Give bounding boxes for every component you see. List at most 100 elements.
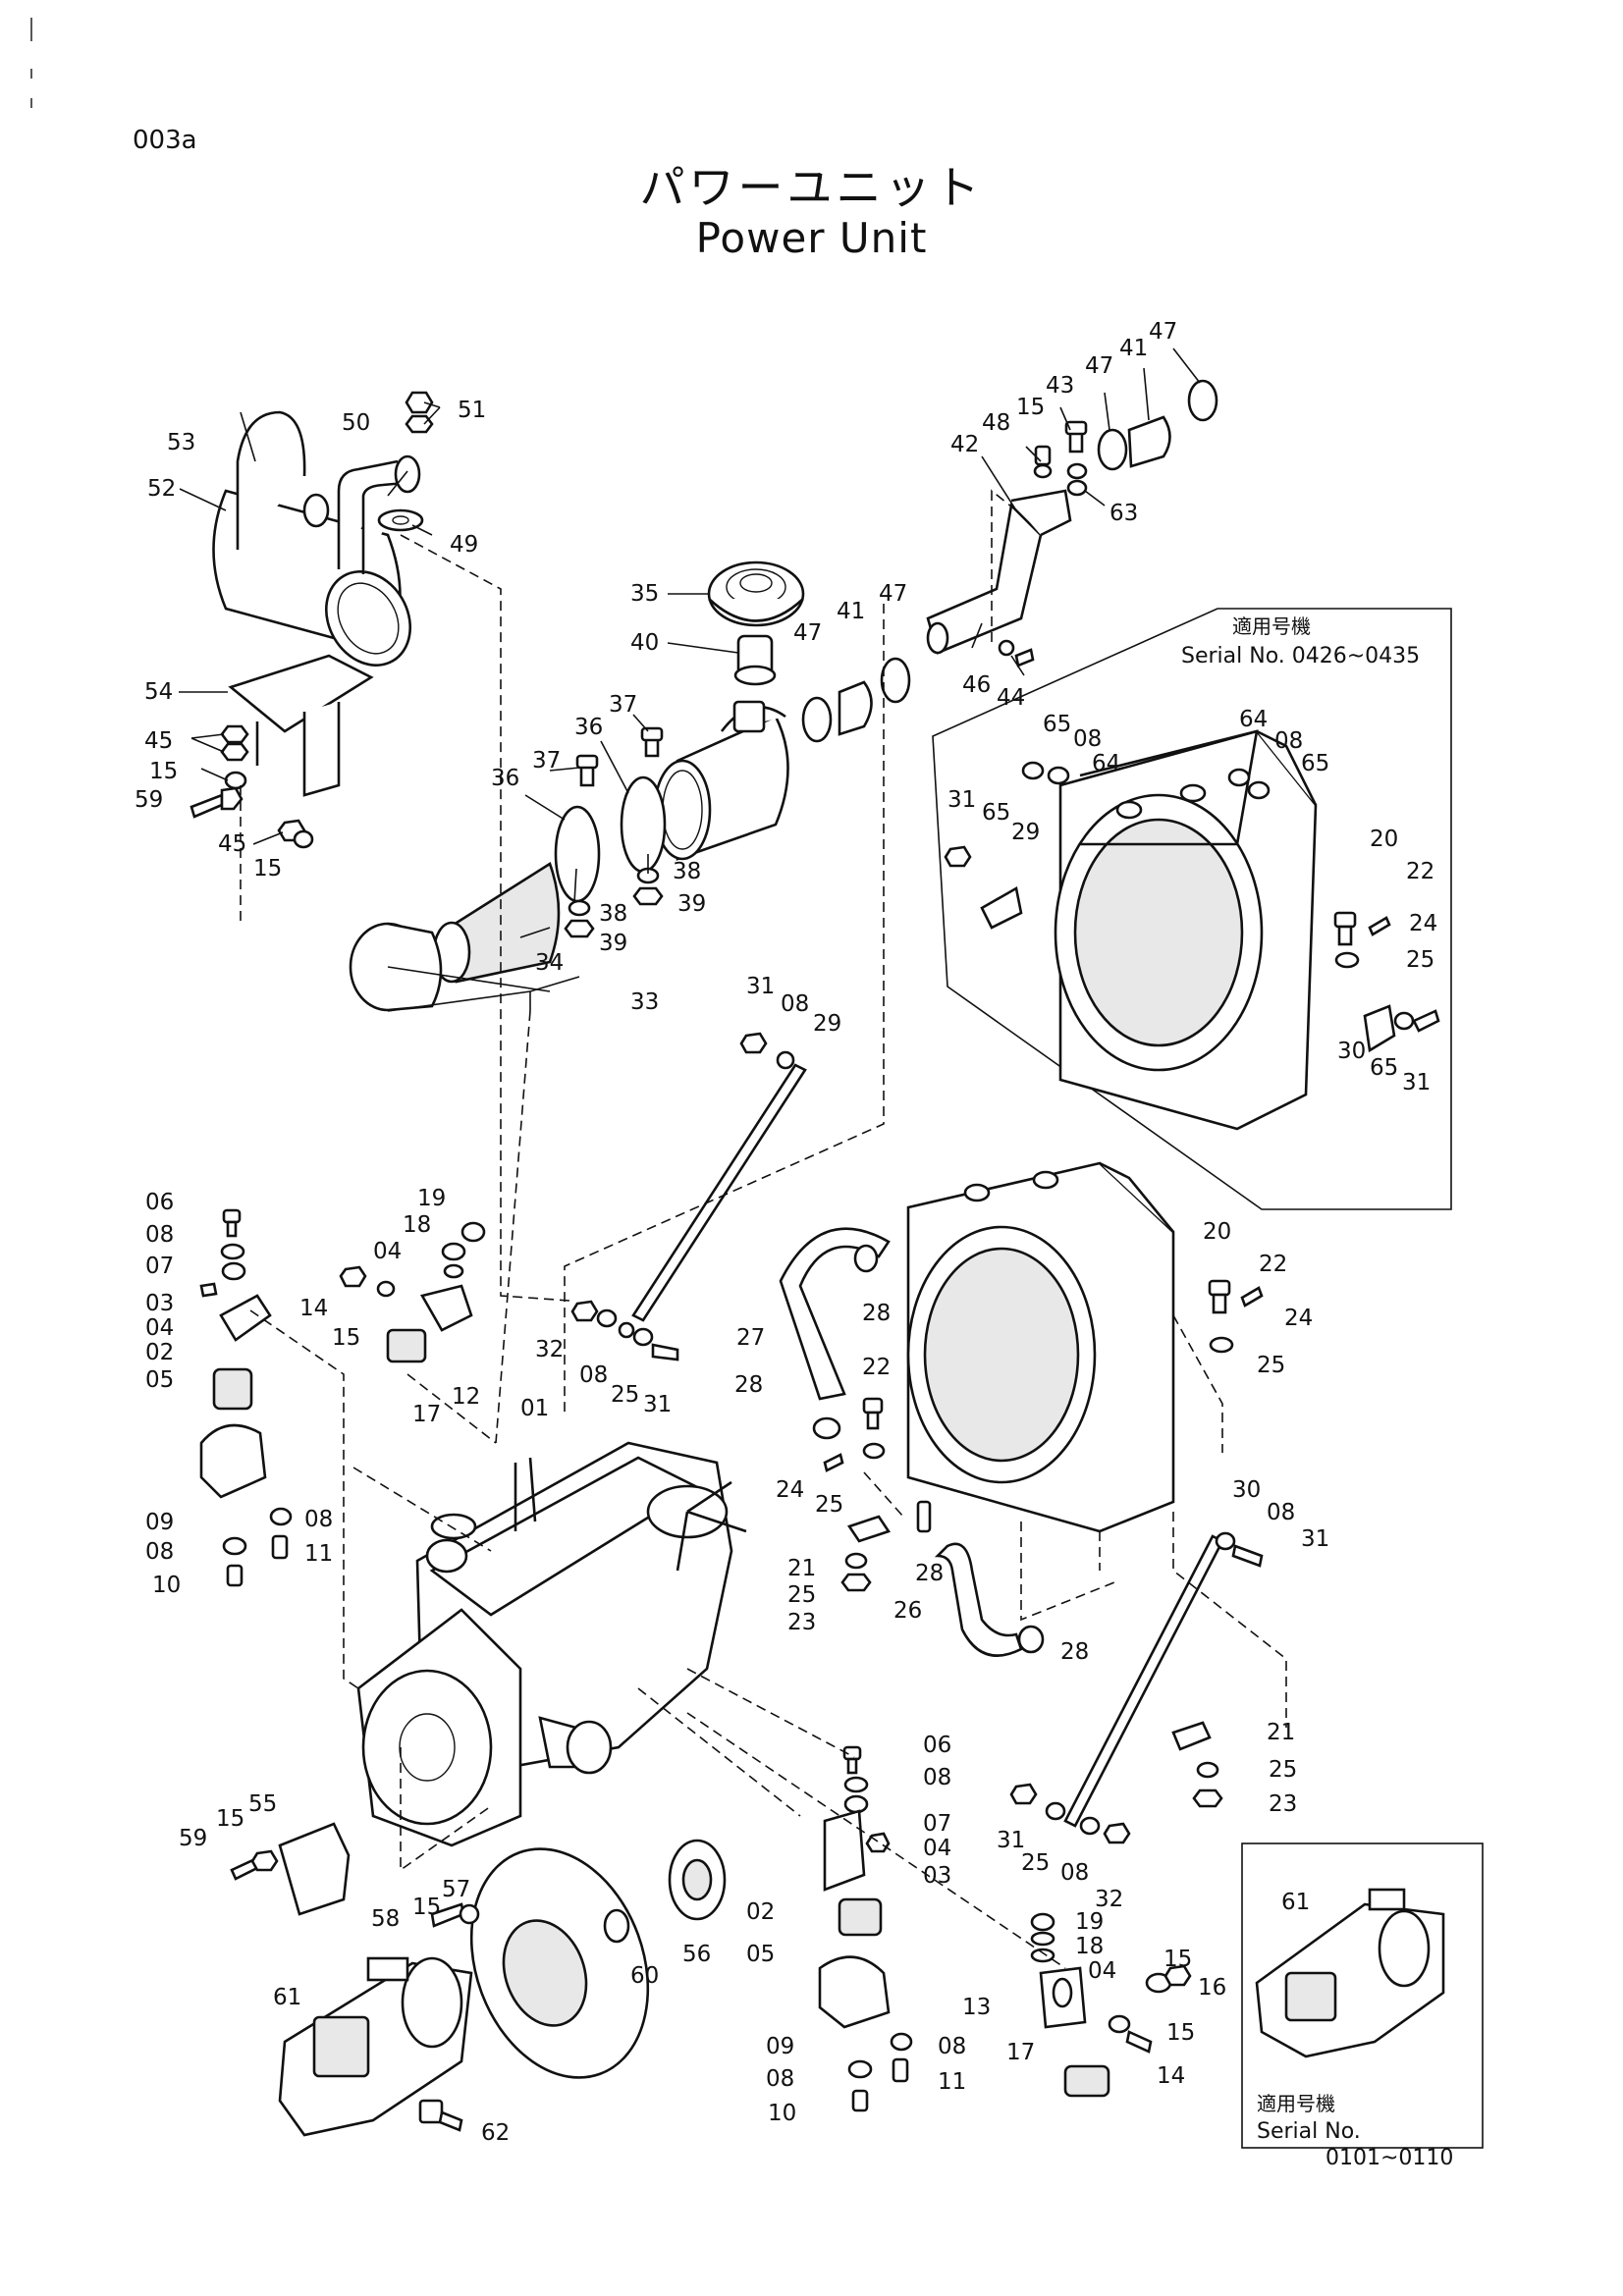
- serial-box-pump-text: 適用号機 Serial No. 0101~0110: [1257, 2092, 1453, 2170]
- callout-44: 44: [997, 685, 1025, 711]
- callout-28: 28: [862, 1301, 891, 1326]
- applicable-label-radiator: 適用号機: [1232, 614, 1311, 638]
- callout-15: 15: [253, 856, 282, 881]
- callout-59: 59: [135, 787, 163, 813]
- callout-04: 04: [1088, 1958, 1116, 1984]
- callout-65: 65: [1370, 1055, 1398, 1081]
- callout-51: 51: [458, 398, 486, 423]
- callout-59: 59: [179, 1826, 207, 1851]
- callout-62: 62: [481, 2120, 510, 2146]
- callout-labels: 51 50 53 52 49 54 45 15 59 45 15 35 40 3…: [135, 319, 1437, 2146]
- serial-label-pump: Serial No.: [1257, 2119, 1361, 2144]
- callout-31: 31: [746, 974, 775, 999]
- callout-08: 08: [579, 1362, 608, 1388]
- callout-47: 47: [879, 581, 907, 607]
- callout-40: 40: [630, 630, 659, 656]
- callout-50: 50: [342, 410, 370, 436]
- callout-31: 31: [1301, 1526, 1329, 1552]
- callout-32: 32: [535, 1337, 564, 1362]
- callout-08: 08: [766, 2066, 794, 2092]
- callout-24: 24: [776, 1477, 804, 1503]
- callout-02: 02: [746, 1899, 775, 1925]
- callout-18: 18: [403, 1212, 431, 1238]
- callout-45: 45: [144, 728, 173, 754]
- callout-05: 05: [145, 1367, 174, 1393]
- engine-mount-left: [199, 1208, 293, 1587]
- callout-15: 15: [216, 1806, 244, 1832]
- callout-25: 25: [815, 1492, 843, 1518]
- callout-31: 31: [1402, 1070, 1431, 1095]
- callout-15: 15: [1166, 2020, 1195, 2046]
- callout-55: 55: [248, 1791, 277, 1817]
- callout-47: 47: [793, 620, 822, 646]
- callout-37: 37: [532, 748, 561, 774]
- callout-28: 28: [915, 1561, 944, 1586]
- callout-33: 33: [630, 989, 659, 1015]
- callout-29: 29: [1011, 820, 1040, 845]
- callout-38: 38: [599, 901, 627, 927]
- callout-04: 04: [923, 1836, 951, 1861]
- page-code: 003a: [133, 126, 197, 155]
- callout-39: 39: [677, 891, 706, 917]
- callout-08: 08: [938, 2034, 966, 2059]
- serial-range-pump: 0101~0110: [1325, 2146, 1453, 2170]
- callout-25: 25: [1021, 1850, 1050, 1876]
- callout-08: 08: [1073, 726, 1102, 752]
- callout-60: 60: [630, 1963, 659, 1989]
- callout-15: 15: [332, 1325, 360, 1351]
- callout-24: 24: [1284, 1306, 1313, 1331]
- callout-35: 35: [630, 581, 659, 607]
- callout-10: 10: [768, 2101, 796, 2126]
- callout-14: 14: [1157, 2063, 1185, 2089]
- engine-mount-right: [818, 1745, 913, 2112]
- callout-23: 23: [1269, 1791, 1297, 1817]
- callout-08: 08: [923, 1765, 951, 1790]
- callout-15: 15: [1016, 395, 1045, 420]
- callout-07: 07: [145, 1254, 174, 1279]
- callout-38: 38: [673, 859, 701, 884]
- engine-mount-rear: [1030, 1912, 1192, 2098]
- title-english: Power Unit: [695, 214, 928, 262]
- callout-12: 12: [452, 1384, 480, 1410]
- callout-46: 46: [962, 672, 991, 698]
- callout-30: 30: [1337, 1039, 1366, 1064]
- callout-41: 41: [1119, 336, 1148, 361]
- callout-48: 48: [982, 410, 1010, 436]
- callout-15: 15: [412, 1895, 441, 1920]
- callout-08: 08: [145, 1539, 174, 1565]
- callout-27: 27: [736, 1325, 765, 1351]
- callout-22: 22: [1406, 859, 1434, 884]
- callout-09: 09: [766, 2034, 794, 2059]
- callout-36: 36: [574, 715, 603, 740]
- callout-34: 34: [535, 950, 564, 976]
- callout-42: 42: [950, 432, 979, 457]
- stay-rods: [570, 1032, 1264, 1844]
- callout-25: 25: [1406, 947, 1434, 973]
- callout-25: 25: [787, 1582, 816, 1608]
- radiator-box-upper: [932, 608, 1452, 1210]
- callout-15: 15: [149, 759, 178, 784]
- muffler-assembly: [189, 391, 434, 849]
- callout-09: 09: [145, 1510, 174, 1535]
- callout-65: 65: [1301, 751, 1329, 776]
- callout-04: 04: [145, 1315, 174, 1341]
- pump-coupling-assembly: [230, 1822, 727, 2137]
- callout-22: 22: [1259, 1252, 1287, 1277]
- callout-30: 30: [1232, 1477, 1261, 1503]
- callout-63: 63: [1109, 501, 1138, 526]
- callout-08: 08: [145, 1222, 174, 1248]
- callout-15: 15: [1163, 1947, 1192, 1972]
- callout-08: 08: [304, 1507, 333, 1532]
- callout-07: 07: [923, 1811, 951, 1837]
- callout-21: 21: [787, 1556, 816, 1581]
- callout-53: 53: [167, 430, 195, 455]
- callout-03: 03: [145, 1291, 174, 1316]
- engine-assembly: [356, 1441, 747, 1847]
- callout-19: 19: [417, 1186, 446, 1211]
- callout-11: 11: [304, 1541, 333, 1567]
- callout-06: 06: [923, 1733, 951, 1758]
- engine-mount-front: [339, 1221, 486, 1363]
- callout-58: 58: [371, 1906, 400, 1932]
- callout-47: 47: [1149, 319, 1177, 345]
